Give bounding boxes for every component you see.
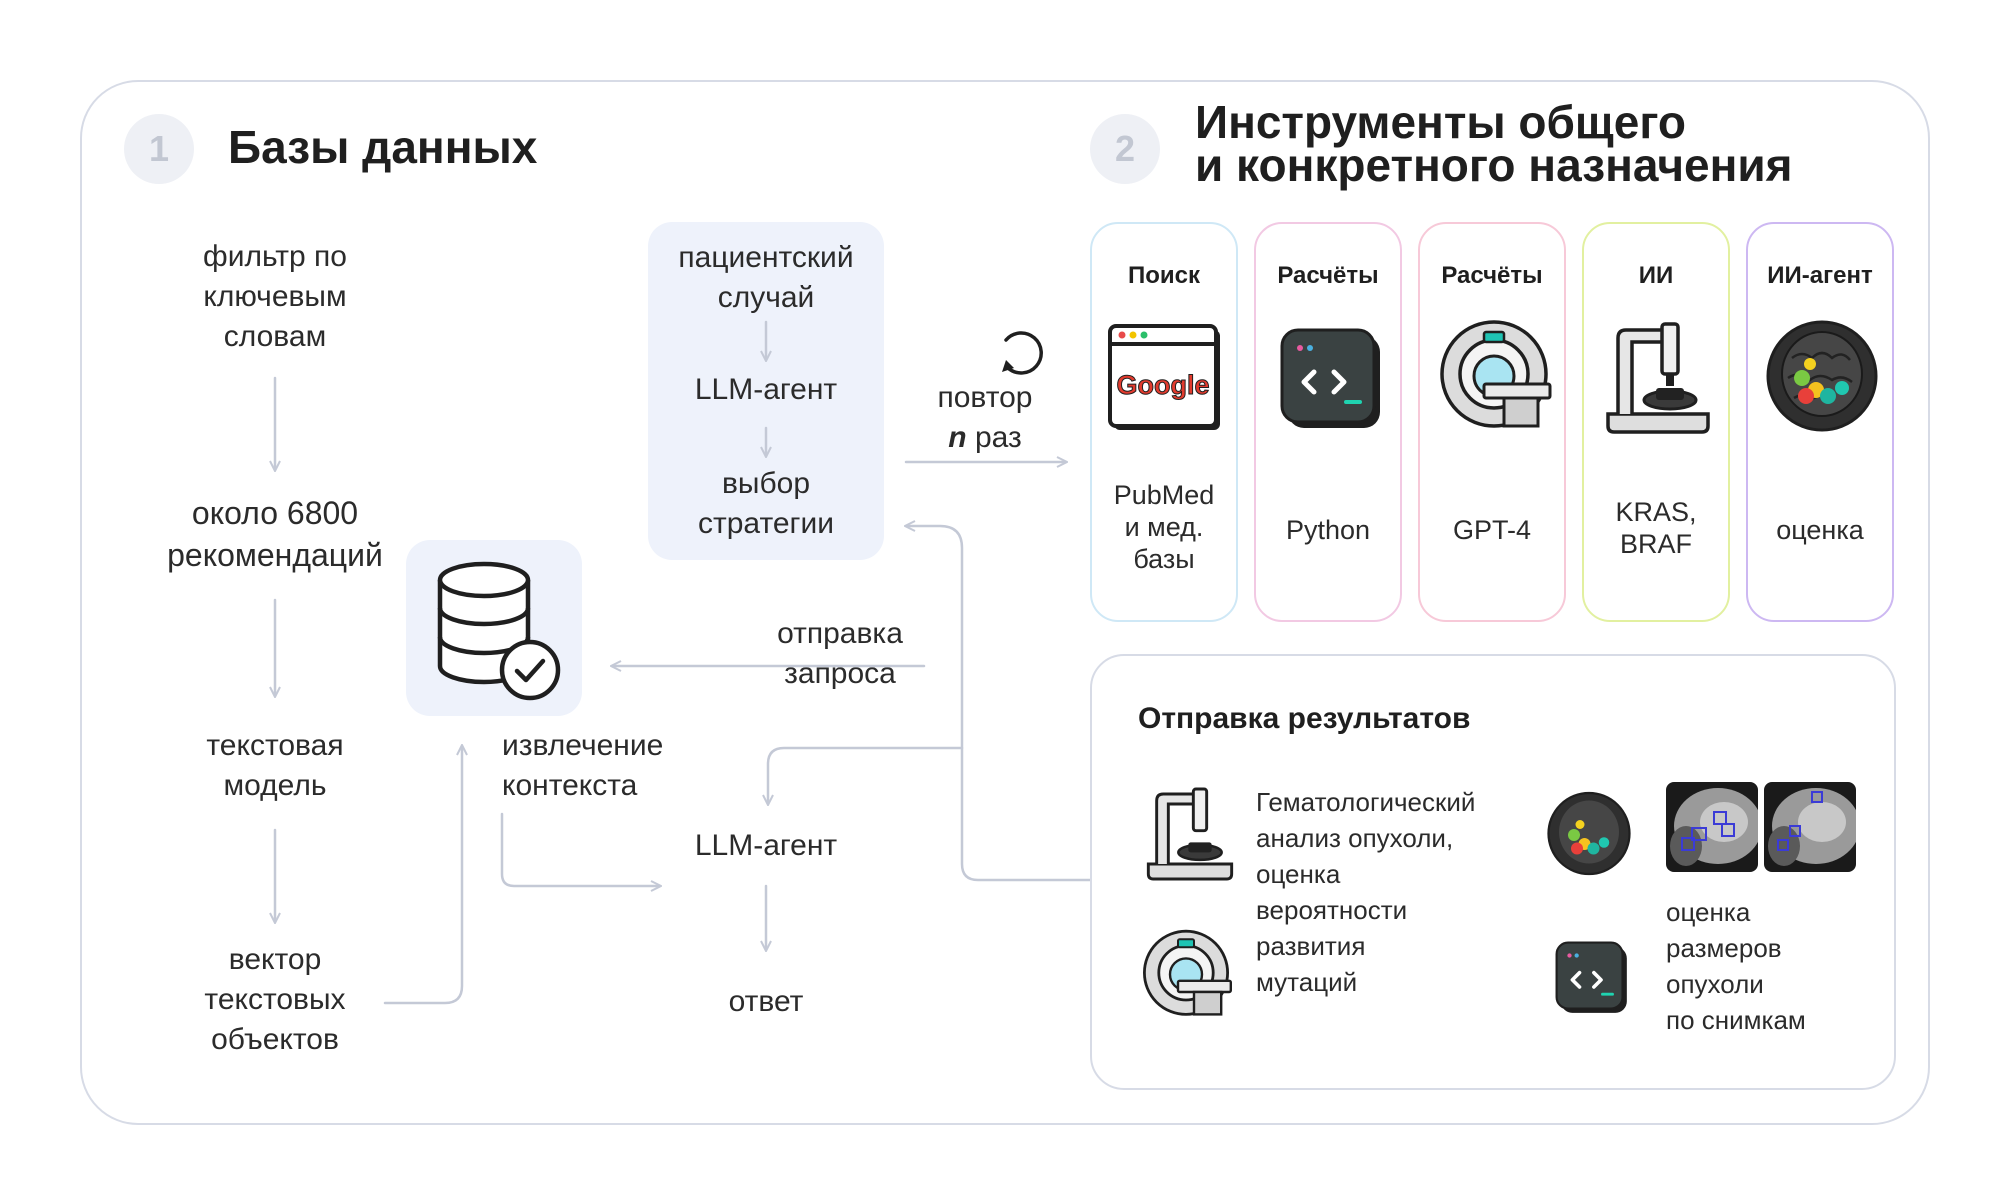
tool-label-line: PubMed	[1113, 480, 1215, 510]
tool-label-line: и мед.	[1124, 512, 1204, 542]
results-title: Отправка результатов	[1138, 702, 1471, 735]
microscope-icon	[1598, 318, 1718, 438]
code-terminal-icon	[1270, 318, 1390, 438]
tool-title: Поиск	[1127, 262, 1201, 289]
microscope-icon	[1140, 782, 1240, 886]
tumor-size-line: оценка	[1666, 897, 1751, 927]
hematology-line: анализ опухоли,	[1256, 823, 1454, 853]
repeat-times: раз	[974, 421, 1022, 454]
brain-scan-icon	[1544, 790, 1634, 880]
tool-title: Расчёты	[1277, 262, 1379, 289]
strategy-line: стратегии	[698, 507, 834, 540]
repeat-label: повтор n раз	[910, 378, 1060, 458]
tool-card-gpt4: Расчёты GPT-4	[1418, 222, 1566, 622]
ct-scanner-icon	[1434, 318, 1554, 438]
patient-llm-agent: LLM-агент	[694, 373, 838, 406]
model-line: текстовая	[206, 729, 344, 762]
arrow-results-feedback	[906, 526, 1092, 882]
patient-strategy-box	[648, 222, 884, 560]
tool-title: ИИ	[1638, 262, 1674, 289]
hematology-text: Гематологический анализ опухоли, оценка …	[1256, 784, 1475, 1000]
scan-image-2	[1764, 782, 1856, 872]
tool-label-line: базы	[1133, 544, 1195, 574]
count-line: около 6800	[191, 495, 359, 531]
request-label: отправка запроса	[777, 617, 903, 690]
arrow-feedback-to-agent	[768, 746, 964, 804]
tool-card-search: Поиск Google PubMed и мед. базы	[1090, 222, 1238, 622]
hematology-line: вероятности	[1256, 895, 1408, 925]
vector-line: объектов	[211, 1023, 339, 1056]
strategy-choice: выбор стратегии	[648, 464, 884, 544]
context-line: извлечение	[502, 729, 664, 762]
count-step: около 6800 рекомендаций	[125, 492, 425, 576]
tool-label-line: GPT-4	[1452, 515, 1532, 545]
model-step: текстовая модель	[125, 726, 425, 806]
main-frame	[80, 80, 1930, 1125]
tool-label: GPT-4	[1420, 514, 1564, 546]
hematology-line: Гематологический	[1256, 787, 1476, 817]
tool-label: Python	[1256, 514, 1400, 546]
section-2-number: 2	[1090, 114, 1160, 184]
model-line: модель	[223, 769, 327, 802]
filter-step: фильтр по ключевым словам	[125, 237, 425, 357]
tumor-size-line: по снимкам	[1666, 1005, 1806, 1035]
context-label: извлечение контекста	[502, 726, 663, 806]
google-logo-text: Google	[1117, 370, 1210, 400]
results-box: Отправка результатов Гематологический ан…	[1090, 654, 1896, 1090]
hematology-line: оценка	[1256, 859, 1341, 889]
vector-line: текстовых	[204, 983, 346, 1016]
tumor-size-line: размеров	[1666, 933, 1782, 963]
filter-line: словам	[223, 320, 327, 353]
tool-title: ИИ-агент	[1767, 262, 1873, 289]
database-box	[406, 540, 582, 716]
repeat-times-line: n раз	[910, 418, 1060, 458]
ct-scanner-icon	[1136, 928, 1236, 1024]
tool-label-line: оценка	[1776, 515, 1864, 545]
tool-label-line: KRAS,	[1615, 497, 1697, 527]
vector-step: вектор текстовых объектов	[125, 940, 425, 1060]
tool-label-line: BRAF	[1619, 529, 1692, 559]
context-line: контекста	[502, 769, 638, 802]
strategy-line: выбор	[721, 467, 811, 500]
section-2-title-line1: Инструменты общего	[1195, 96, 1686, 148]
repeat-word: повтор	[937, 381, 1033, 414]
repeat-cycle-icon	[1002, 331, 1043, 375]
browser-google-icon: Google	[1106, 318, 1226, 438]
answer: ответ	[728, 985, 804, 1018]
patient-case: пациентский случай	[648, 238, 884, 318]
tool-label-line: Python	[1285, 515, 1371, 545]
patient-case-line: пациентский	[678, 241, 854, 274]
tool-card-python: Расчёты Python	[1254, 222, 1402, 622]
section-1-title: Базы данных	[228, 121, 538, 173]
vector-line: вектор	[228, 943, 322, 976]
tool-label: KRAS, BRAF	[1584, 496, 1728, 560]
code-terminal-icon	[1548, 934, 1634, 1020]
arrow-context-to-agent	[500, 812, 660, 886]
section-1-number: 1	[124, 114, 194, 184]
section-2-title-line2: и конкретного назначения	[1195, 139, 1793, 191]
tool-label: PubMed и мед. базы	[1092, 479, 1236, 575]
patient-case-line: случай	[717, 281, 815, 314]
brain-scan-icon	[1762, 318, 1882, 438]
repeat-n: n	[948, 421, 967, 454]
filter-line: фильтр по	[203, 240, 347, 273]
database-check-icon	[437, 561, 561, 701]
llm-agent: LLM-агент	[694, 829, 838, 862]
scan-image-1	[1666, 782, 1758, 872]
count-line: рекомендаций	[167, 537, 383, 573]
tool-card-ai-agent: ИИ-агент оценка	[1746, 222, 1894, 622]
tool-label: оценка	[1748, 514, 1892, 546]
filter-line: ключевым	[203, 280, 347, 313]
tumor-size-text: оценка размеров опухоли по снимкам	[1666, 894, 1806, 1038]
hematology-line: развития	[1256, 931, 1366, 961]
tumor-size-line: опухоли	[1666, 969, 1764, 999]
tool-title: Расчёты	[1441, 262, 1543, 289]
hematology-line: мутаций	[1256, 967, 1358, 997]
tool-card-ai: ИИ KRAS, BRAF	[1582, 222, 1730, 622]
arrow-vector-to-db	[383, 746, 462, 1005]
